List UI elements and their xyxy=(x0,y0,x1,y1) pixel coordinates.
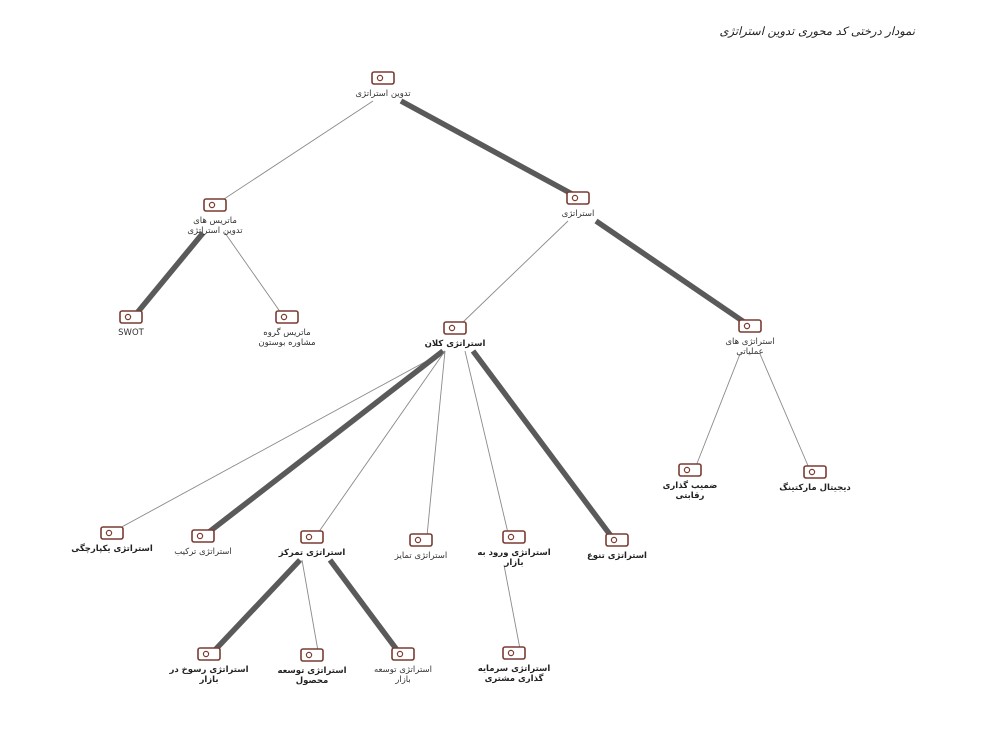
code-node-dot-icon xyxy=(414,536,422,544)
edge-root-to-strategy_matrices xyxy=(220,100,374,202)
code-node-dot-icon xyxy=(808,468,816,476)
code-node-dot-icon xyxy=(105,529,113,537)
edge-focus-to-market_penetration xyxy=(213,558,302,652)
node-focus[interactable]: استراتژی تمرکز xyxy=(278,530,346,558)
node-label: دیجیتال مارکتینگ xyxy=(779,482,851,493)
code-node-dot-icon xyxy=(743,322,751,330)
code-node-dot-icon xyxy=(196,532,204,540)
code-node-dot-icon xyxy=(280,313,288,321)
node-label: محصول xyxy=(296,676,328,686)
edge-strategy-to-general xyxy=(460,220,569,325)
node-label: بازار xyxy=(503,558,523,568)
node-label: استراتژی تمرکز xyxy=(278,548,346,558)
node-label: بازار xyxy=(394,675,411,685)
code-node-dot-icon xyxy=(208,201,216,209)
node-diversification[interactable]: استراتژی تنوع xyxy=(587,533,647,561)
node-label: گذاری مشتری xyxy=(485,673,544,684)
edge-market_entry-to-customer_capital xyxy=(503,564,521,650)
node-combination[interactable]: استراتژی ترکیب xyxy=(174,529,232,557)
code-node-dot-icon xyxy=(448,324,456,332)
node-label: استراتژی ترکیب xyxy=(174,547,232,557)
code-node-dot-icon xyxy=(202,650,210,658)
edge-general-to-market_entry xyxy=(464,350,509,534)
node-label: استراتژی یکپارچگی xyxy=(71,543,153,554)
edge-strategy-to-operational xyxy=(594,218,746,325)
node-label: بازار xyxy=(198,675,218,685)
edge-general-to-diversification xyxy=(470,349,614,538)
node-label: استراتژی سرمایه xyxy=(478,664,551,674)
edge-root-to-strategy xyxy=(399,98,574,197)
code-node-dot-icon xyxy=(507,649,515,657)
node-root[interactable]: تدوین استراتژی xyxy=(355,71,411,99)
node-differentiation[interactable]: استراتژی تمایز xyxy=(394,533,447,561)
node-label: مشاوره بوستون xyxy=(258,338,315,348)
node-integration[interactable]: استراتژی یکپارچگی xyxy=(71,526,153,554)
node-label: تدوین استراتژی xyxy=(355,89,411,99)
edge-general-to-differentiation xyxy=(426,350,446,537)
code-node-dot-icon xyxy=(396,650,404,658)
node-label: ماتریس های xyxy=(193,216,237,226)
node-label: استراتژی های xyxy=(725,337,774,347)
node-general[interactable]: استراتژی کلان xyxy=(425,321,486,349)
node-label: استراتژی توسعه xyxy=(374,665,432,675)
node-label: SWOT xyxy=(118,328,144,338)
code-node-dot-icon xyxy=(571,194,579,202)
edge-general-to-integration xyxy=(117,350,446,530)
code-node-dot-icon xyxy=(305,533,313,541)
edge-operational-to-positioning xyxy=(695,353,741,467)
node-label: استراتژی تمایز xyxy=(394,551,447,561)
code-node-dot-icon xyxy=(305,651,313,659)
code-node-dot-icon xyxy=(124,313,132,321)
code-node-dot-icon xyxy=(507,533,515,541)
diagram-title: نمودار درختی کد محوری تدوین استراتژی xyxy=(719,24,916,38)
node-label: استراتژی کلان xyxy=(425,339,486,349)
node-label: استراتژی ورود به xyxy=(477,548,550,558)
node-label: ضمیب گذاری xyxy=(663,480,718,491)
code-node-dot-icon xyxy=(683,466,691,474)
node-digital-marketing[interactable]: دیجیتال مارکتینگ xyxy=(779,465,851,493)
code-node-dot-icon xyxy=(610,536,618,544)
edge-focus-to-product_development xyxy=(301,559,319,652)
edge-focus-to-market_development xyxy=(327,558,400,652)
edge-general-to-combination xyxy=(207,348,445,535)
node-strategy[interactable]: استراتژی xyxy=(562,191,595,219)
edge-operational-to-digital_marketing xyxy=(759,353,810,469)
code-node-dot-icon xyxy=(376,74,384,82)
node-label: تدوین استراتژی xyxy=(187,226,243,236)
node-label: استراتژی تنوع xyxy=(587,551,647,561)
edge-general-to-focus xyxy=(317,350,446,534)
node-label: ماتریس گروه xyxy=(263,327,310,338)
node-label: عملیاتی xyxy=(736,347,763,357)
edge-strategy_matrices-to-bcg xyxy=(224,232,282,314)
node-label: استراتژی توسعه xyxy=(277,666,346,676)
node-label: استراتژی xyxy=(562,209,595,219)
node-swot[interactable]: SWOT xyxy=(118,310,145,338)
node-label: استراتژی رسوخ در xyxy=(168,665,248,675)
tree-edges xyxy=(117,98,810,652)
node-label: رقابتی xyxy=(676,491,705,501)
edge-strategy_matrices-to-swot xyxy=(134,231,206,315)
